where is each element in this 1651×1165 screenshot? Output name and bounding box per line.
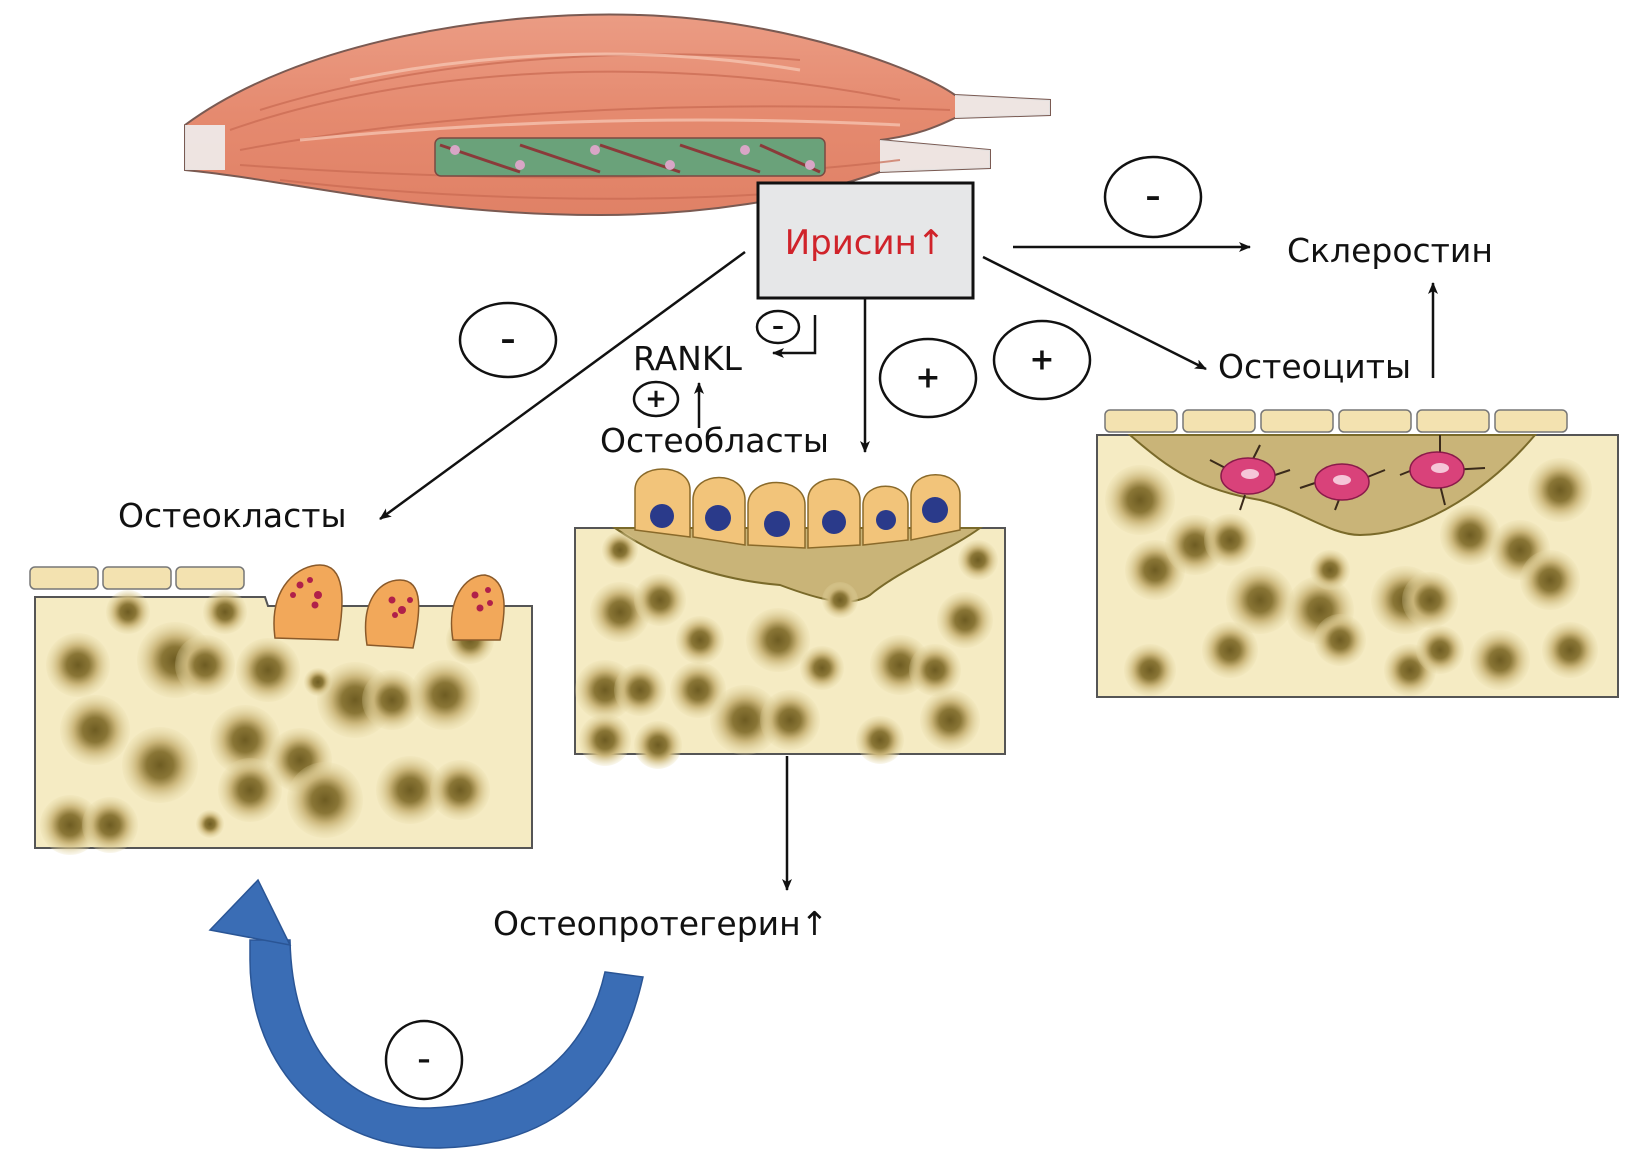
- arrow-irisin-to-osteoclasts: [379, 250, 746, 521]
- rankl-label: RANKL: [633, 339, 742, 378]
- osteoclast-cells: [273, 564, 505, 649]
- osteoclasts-label: Остеокласты: [118, 496, 347, 535]
- osteoblast-cells: [634, 468, 961, 549]
- bone-panel-osteocytes: [1096, 409, 1619, 698]
- sign-irisin-osteoclasts: –: [458, 301, 558, 379]
- sign-irisin-osteocytes: +: [992, 319, 1092, 401]
- irisin-box: [756, 181, 975, 300]
- svg-text:–: –: [418, 1045, 431, 1075]
- muscle-illustration: [184, 13, 1051, 217]
- svg-text:+: +: [915, 361, 940, 396]
- arrow-irisin-to-rankl: [772, 315, 817, 358]
- arrows: [379, 242, 1438, 891]
- svg-text:+: +: [645, 384, 667, 414]
- osteoprotegerin-label: Остеопротегерин↑: [493, 904, 828, 943]
- osteoblast-cell: [634, 468, 691, 538]
- osteoclast-cell: [273, 564, 343, 641]
- bone-panel-osteoclasts: [29, 564, 533, 855]
- sign-osteoblasts-rankl: +: [632, 380, 680, 418]
- sclerostin-label: Склеростин: [1287, 231, 1493, 270]
- myofibril: [434, 137, 826, 177]
- sign-irisin-osteoblasts: +: [878, 337, 978, 419]
- sign-irisin-rankl: –: [755, 309, 801, 345]
- irisin-label: Ирисин↑: [785, 223, 946, 263]
- sign-osteoprotegerin-osteoclasts: –: [384, 1019, 464, 1101]
- arrow-irisin-to-osteocytes: [982, 255, 1207, 371]
- lining-cells: [1104, 409, 1568, 433]
- osteocyte-cells: [1209, 435, 1486, 511]
- svg-text:–: –: [501, 323, 516, 358]
- osteoclast-cell: [364, 579, 420, 649]
- svg-text:–: –: [1146, 180, 1161, 215]
- irisin-node: Ирисин↑: [756, 181, 975, 300]
- sign-irisin-sclerostin: –: [1103, 155, 1203, 239]
- svg-text:+: +: [1029, 343, 1054, 378]
- bone-panel-osteoblasts: [574, 468, 1006, 769]
- osteocytes-label: Остеоциты: [1218, 347, 1411, 386]
- lining-cells: [29, 566, 245, 590]
- svg-text:–: –: [772, 312, 784, 340]
- osteoblasts-label: Остеобласты: [600, 421, 829, 460]
- feedback-arrow: –: [208, 878, 644, 1149]
